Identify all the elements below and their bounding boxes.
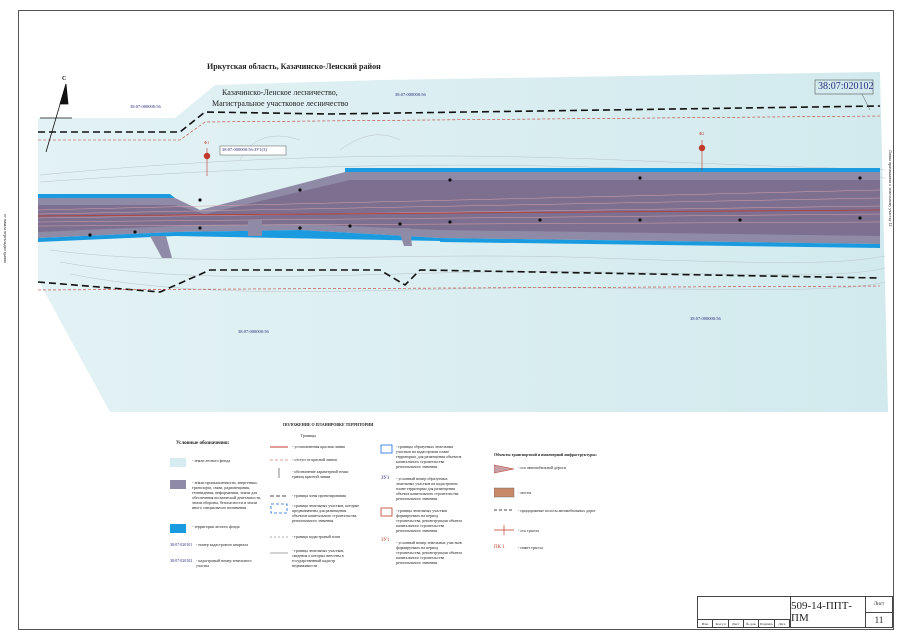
boundaries-title: ПОЛОЖЕНИЕ О ПЛАНИРОВКЕ ТЕРРИТОРИИ: [283, 422, 374, 427]
sheet-number: 11: [866, 611, 892, 628]
stamp-header: Лист: [729, 620, 744, 627]
cadastral-main-box: [814, 79, 874, 95]
boundary-item: - граница земельных участков, которые пр…: [292, 503, 360, 523]
north-arrow-icon: [40, 83, 72, 153]
parcel-label: 38:07:000000:56:ЗУ1(3): [222, 147, 267, 152]
boundary-item: - граница кадастровый план: [292, 534, 340, 539]
infrastructure-symbols: [494, 464, 515, 535]
sheet-label: Лист: [873, 601, 885, 607]
bridge-marker-2: [698, 140, 706, 170]
infrastructure-code: ПК 1: [494, 545, 505, 550]
north-label: С: [62, 76, 67, 82]
formed-item: - условный номер образуемых земельных уч…: [396, 476, 459, 501]
infrastructure-item: - ось автомобильной дороги: [518, 465, 566, 470]
boundaries-subtitle: Границы: [301, 433, 316, 438]
legend-item: - земли промышленности, энергетики, тран…: [170, 480, 262, 510]
infrastructure-title: Объекты транспортной и инженерной инфрас…: [494, 452, 597, 457]
road-spurs: [150, 220, 412, 258]
legend-swatch: [170, 524, 186, 533]
stamp-header: Дата: [775, 620, 790, 627]
boundary-item: - отступ от красной линии: [292, 457, 337, 462]
infrastructure-item: - мосты: [518, 490, 532, 495]
left-edge-label: от начала перекладки здания: [3, 214, 8, 264]
legend-swatch: [170, 480, 186, 489]
legend-item: - территория лесного фонда: [170, 524, 262, 533]
boundary-item: - установленная красная линия: [292, 444, 345, 449]
formed-symbols: [380, 444, 393, 517]
region-title: Иркутская область, Казачинско-Ленский ра…: [207, 62, 381, 71]
drawing-frame: [18, 10, 894, 630]
stamp-header: № док.: [744, 620, 760, 627]
district-title: Магистральное участковое лесничество: [212, 99, 349, 108]
road-lanes: [37, 189, 881, 227]
infrastructure-item: - пикет трассы: [518, 545, 543, 550]
legend-item: - земли лесного фонда: [170, 458, 262, 467]
title-block: Изм. Кол.уч Лист № док. Подпись Дата 509…: [697, 596, 893, 628]
right-edge-label: Линия примыкания к земельному участку 12: [888, 150, 893, 227]
legend-title: Условные обозначения:: [176, 441, 230, 446]
boundary-item: - граница зоны проектирования: [292, 493, 346, 498]
stamp-header: Подпись: [760, 620, 775, 627]
parcel-label-box: [219, 145, 287, 156]
forest-fund-territory: [38, 168, 880, 248]
legend-item: 38:07:020102 - кадастровый номер земельн…: [170, 558, 252, 568]
boundary-symbols: [270, 446, 288, 554]
boundary-item: - обозначение характерной точки границ к…: [292, 469, 349, 479]
forestry-title: Казачинско-Ленское лесничество,: [222, 88, 338, 97]
infrastructure-item: - ось трассы: [518, 528, 539, 533]
marker-label: Ф2: [699, 131, 705, 136]
legend-swatch: [170, 458, 186, 467]
quarter-label: 38:07:000000:56: [238, 329, 269, 334]
formed-item: - граница земельных участков формируемых…: [396, 508, 462, 533]
boundary-item: - граница земельных участков, сведения о…: [292, 548, 345, 568]
bridge-marker-1: [203, 148, 211, 176]
marker-label: Ф1: [204, 140, 210, 145]
stamp-header: Изм.: [698, 620, 714, 627]
road-axis: [37, 209, 881, 217]
quarter-label: 38:07:000000:56: [690, 316, 721, 321]
legend-item: 38:07:020101 - номер кадастрового кварта…: [170, 542, 249, 547]
formed-item: - границы образуемых земельных участков …: [396, 444, 462, 469]
stamp-header: Кол.уч: [713, 620, 729, 627]
quarter-label: 38:07:000000:56: [395, 92, 426, 97]
design-zone-boundary: [37, 105, 881, 293]
formed-code: ЗУ1: [381, 538, 390, 543]
drawing-code: 509-14-ППТ-ПМ: [791, 600, 853, 624]
cadastral-main-label: 38:07:020102: [818, 81, 874, 92]
formed-item: - условный номер земельных участков форм…: [396, 540, 462, 565]
formed-code: ЗУ1: [381, 476, 390, 481]
infrastructure-item: - придорожные полосы автомобильных дорог: [518, 508, 596, 513]
red-line-offset: [37, 115, 881, 291]
quarter-label: 38:07:000000:56: [130, 104, 161, 109]
picket-points: [88, 176, 862, 237]
